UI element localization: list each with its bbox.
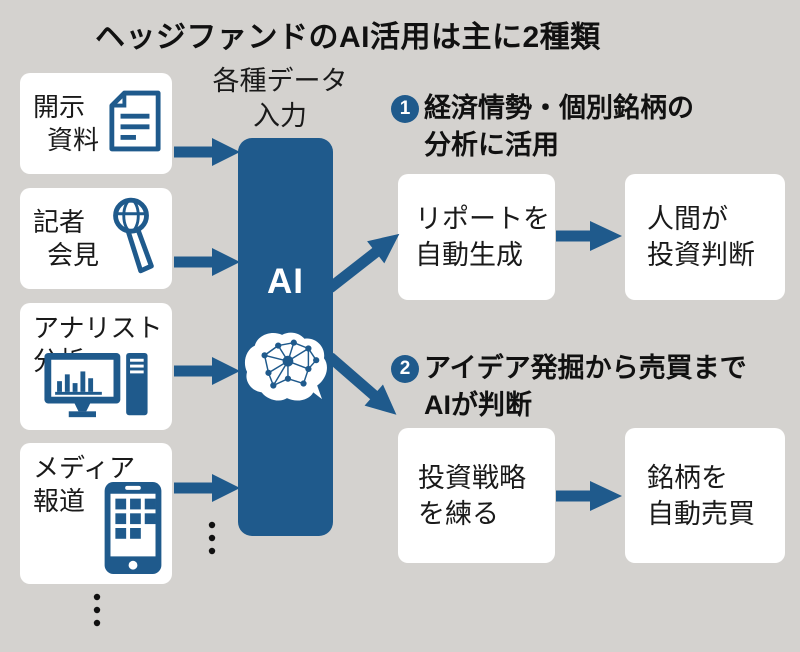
flow-2-heading: アイデア発掘から売買まで AIが判断: [424, 350, 747, 424]
step-box-auto-trade-stocks: 銘柄を 自動売買: [625, 428, 785, 563]
step-box-develop-strategy: 投資戦略 を練る: [398, 428, 555, 563]
source-label-disclosure: 開示 資料: [33, 91, 99, 157]
arrow-ai-to-report: [326, 233, 400, 293]
brain-silhouette: [244, 332, 327, 401]
arrow-strategy-to-trade: [556, 481, 622, 511]
step-label-line2: 投資判断: [647, 240, 755, 270]
data-input-label-line2: 入力: [253, 101, 307, 131]
step-label-line1: 投資戦略: [418, 462, 526, 493]
smartphone-icon: [104, 482, 162, 579]
flow-1-heading: 経済情勢・個別銘柄の 分析に活用: [424, 90, 694, 164]
step-label-line2: 自動生成: [415, 240, 523, 270]
data-input-label-line1: 各種データ: [212, 66, 348, 96]
step-label-line1: リポートを: [415, 204, 550, 234]
flow-2-heading-line2: AIが判断: [424, 390, 532, 420]
brain-network-icon: [243, 330, 329, 409]
source-box-disclosure-documents: 開示 資料: [20, 73, 172, 174]
source-box-analyst-research: アナリスト 分析: [20, 303, 172, 430]
source-label-line1: メディア: [33, 453, 136, 483]
flow-2-number-badge: 2: [391, 355, 419, 383]
step-label-line2: を練る: [418, 498, 499, 529]
source-label-line1: 開示: [33, 91, 86, 122]
arrow-analyst-to-ai: [174, 357, 240, 385]
flow-2-heading-line1: アイデア発掘から売買まで: [424, 353, 747, 383]
source-label-line1: 記者: [33, 206, 86, 237]
source-box-press-conferences: 記者 会見: [20, 188, 172, 289]
source-label-line1: アナリスト: [33, 313, 163, 343]
arrow-media-to-ai: [174, 474, 240, 502]
step-label-line2: 自動売買: [647, 498, 755, 529]
arrow-report-to-human: [556, 221, 622, 251]
step-box-auto-generate-reports: リポートを 自動生成: [398, 174, 555, 300]
step-label-line1: 人間が: [647, 204, 728, 234]
document-icon: [108, 90, 162, 157]
arrow-press-to-ai: [174, 248, 240, 276]
arrow-ai-to-strategy: [326, 352, 397, 415]
ai-engine-box: AI: [238, 138, 333, 536]
flow-1-heading-line1: 経済情勢・個別銘柄の: [424, 93, 694, 123]
arrow-disclosure-to-ai: [174, 138, 240, 166]
source-box-media-reports: メディア 報道: [20, 443, 172, 584]
chart-title: ヘッジファンドのAI活用は主に2種類: [95, 21, 601, 54]
more-sources-ellipsis-left: [93, 593, 101, 627]
ai-label: AI: [267, 262, 304, 301]
more-sources-ellipsis-center: [208, 521, 216, 555]
source-label-line2: 会見: [47, 239, 100, 270]
source-label-media: メディア 報道: [20, 443, 172, 518]
data-input-label: 各種データ 入力: [200, 64, 360, 134]
step-label-line1: 銘柄を: [647, 462, 728, 493]
flow-1-heading-line2: 分析に活用: [424, 130, 559, 160]
computer-icon: [42, 351, 150, 428]
brain-network-nodes: [260, 339, 319, 389]
source-label-line2: 報道: [33, 486, 86, 516]
step-box-human-investment-decision: 人間が 投資判断: [625, 174, 785, 300]
microphone-icon: [102, 196, 162, 281]
source-label-press: 記者 会見: [33, 206, 99, 272]
source-label-line2: 資料: [47, 124, 100, 155]
flow-1-number-badge: 1: [391, 95, 419, 123]
